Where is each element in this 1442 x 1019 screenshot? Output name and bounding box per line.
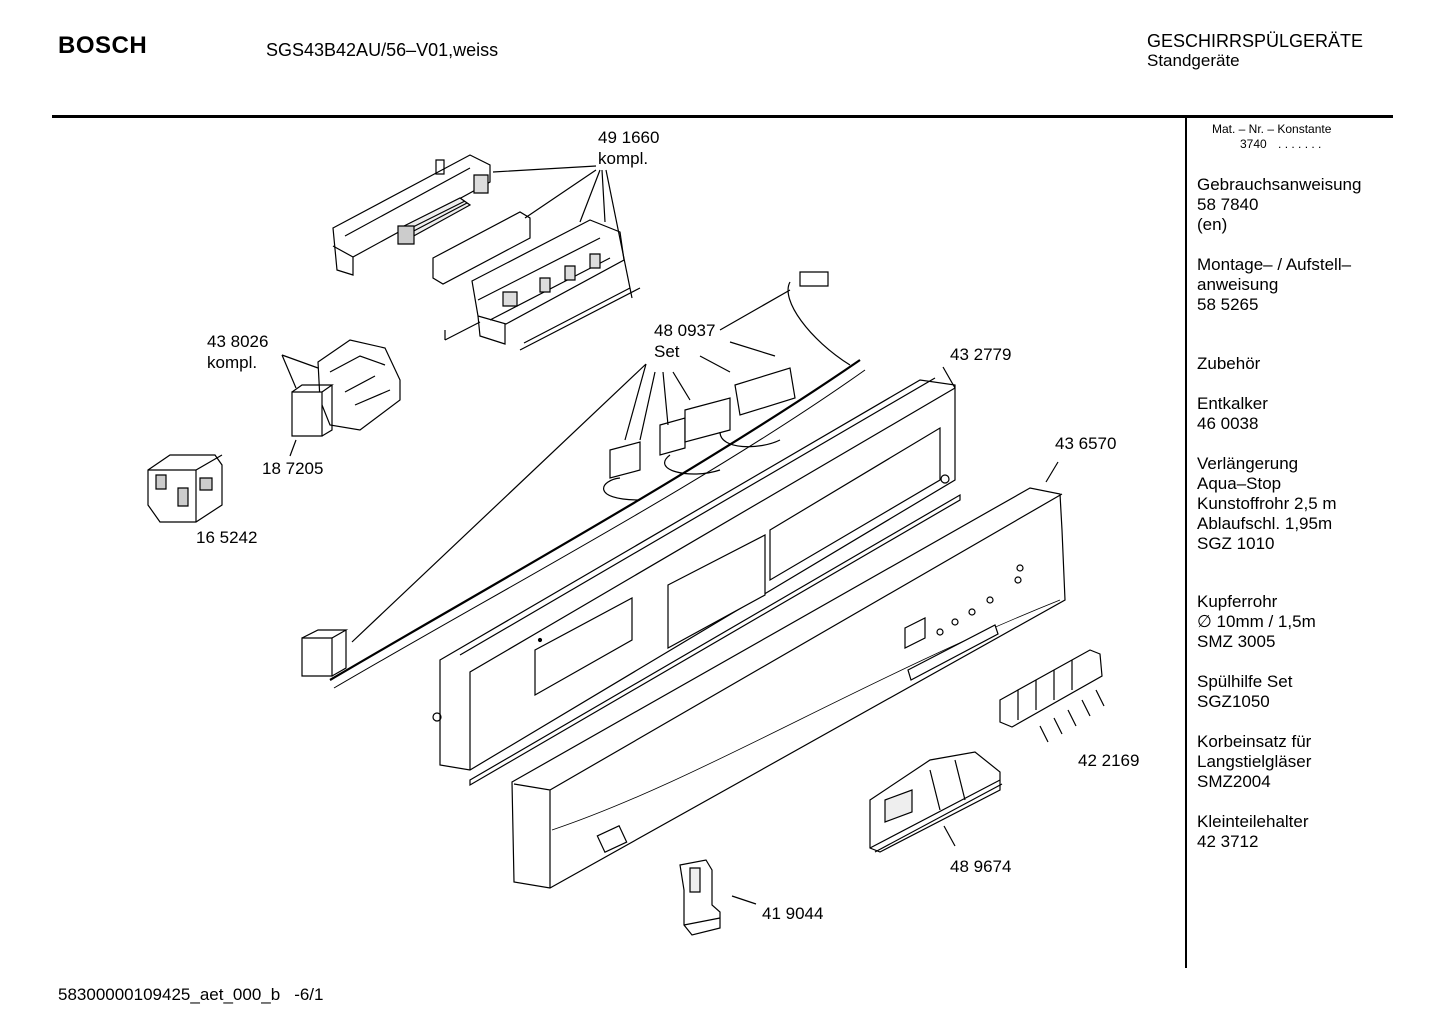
sidebar-header: Mat. – Nr. – Konstante 3740 . . . . . . … <box>1212 122 1331 152</box>
footer: 58300000109425_aet_000_b -6/1 <box>58 985 323 1005</box>
panel-fascia-part <box>512 488 1065 888</box>
sidebar-block-installation: Montage– / Aufstell– anweisung 58 5265 <box>1197 255 1352 314</box>
cable-set-part <box>302 272 865 688</box>
sidebar-block-descaler: Entkalker 46 0038 <box>1197 394 1268 433</box>
footer-doc-id: 58300000109425_aet_000_b <box>58 985 281 1004</box>
part-label-165242: 16 5242 <box>196 528 258 547</box>
sidebar-block-extension: Verlängerung Aqua–Stop Kunstoffrohr 2,5 … <box>1197 454 1337 553</box>
header-divider <box>52 115 1393 118</box>
part-label-489674: 48 9674 <box>950 857 1012 876</box>
part-label-187205: 18 7205 <box>262 459 324 478</box>
part-label-419044: 41 9044 <box>762 904 824 923</box>
category-title: GESCHIRRSPÜLGERÄTE <box>1147 31 1364 51</box>
leader-422169 <box>1040 690 1104 742</box>
main-switch-part <box>292 340 400 436</box>
leader-432779 <box>943 367 955 388</box>
leader-187205 <box>290 440 296 456</box>
category-subtitle: Standgeräte <box>1147 51 1240 70</box>
sidebar-constant-value: 3740 <box>1240 137 1267 151</box>
hinge-clip-part <box>680 860 720 935</box>
brand-logo: BOSCH <box>58 32 148 59</box>
relay-block-part <box>148 455 222 522</box>
leader-489674 <box>944 826 955 846</box>
sidebar-block-small-parts: Kleinteilehalter 42 3712 <box>1197 812 1309 851</box>
dispenser-lid-part <box>870 752 1002 852</box>
button-strip-part <box>1000 650 1102 727</box>
sidebar-divider <box>1185 118 1187 968</box>
sidebar-block-copper-pipe: Kupferrohr ∅ 10mm / 1,5m SMZ 3005 <box>1197 592 1316 651</box>
sidebar-block-manual: Gebrauchsanweisung 58 7840 (en) <box>1197 175 1362 234</box>
sidebar-header-constant: 3740 . . . . . . . <box>1212 137 1331 152</box>
leader-419044 <box>732 896 756 904</box>
leader-491660 <box>493 166 632 298</box>
leader-436570 <box>1046 462 1058 482</box>
leader-480937 <box>352 290 790 642</box>
part-label-422169: 42 2169 <box>1078 751 1140 770</box>
part-label-438026: 43 8026 kompl. <box>207 332 269 372</box>
sidebar-block-glass-insert: Korbeinsatz für Langstielgläser SMZ2004 <box>1197 732 1312 791</box>
electronic-module-part <box>333 155 640 350</box>
model-number: SGS43B42AU/56–V01,weiss <box>266 40 499 60</box>
panel-frame-part <box>433 378 960 785</box>
part-label-432779: 43 2779 <box>950 345 1012 364</box>
footer-page: -6/1 <box>294 985 324 1004</box>
sidebar-constant-dots: . . . . . . . <box>1278 137 1322 151</box>
sidebar-block-rinse-set: Spülhilfe Set SGZ1050 <box>1197 672 1293 711</box>
part-label-480937: 48 0937 Set <box>654 321 716 361</box>
leader-438026 <box>282 355 318 388</box>
part-label-436570: 43 6570 <box>1055 434 1117 453</box>
part-label-491660: 49 1660 kompl. <box>598 128 660 168</box>
sidebar-header-label: Mat. – Nr. – Konstante <box>1212 122 1332 136</box>
sidebar-block-accessories: Zubehör <box>1197 354 1261 373</box>
